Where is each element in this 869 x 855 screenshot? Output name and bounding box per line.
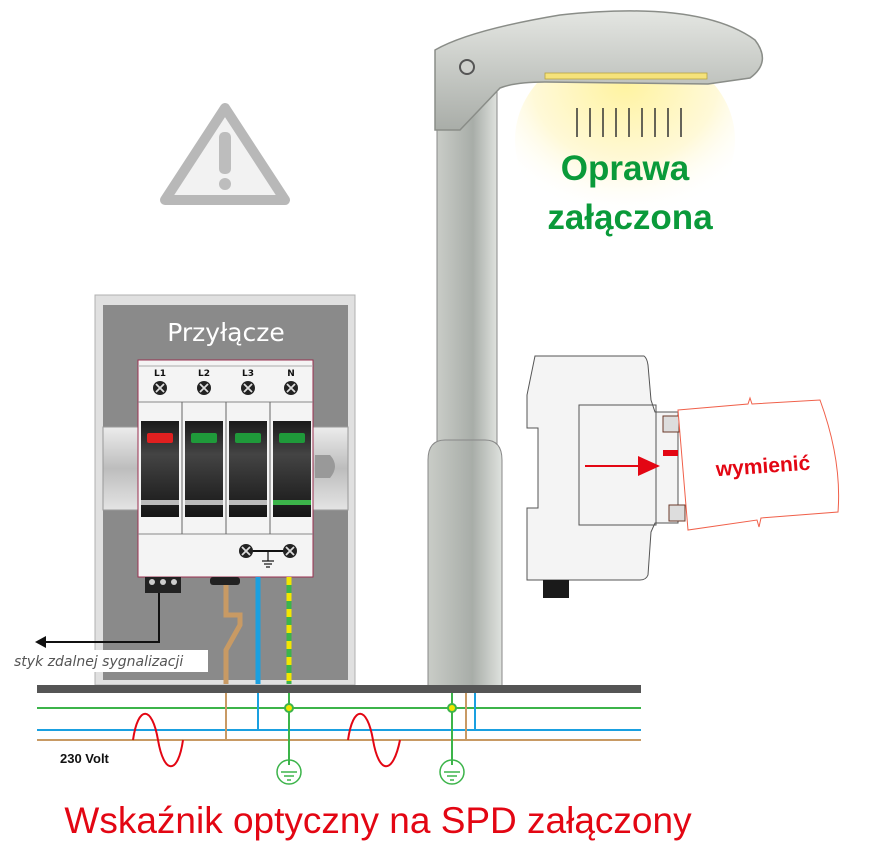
screw-icon: [284, 381, 298, 395]
screw-icon: [153, 381, 167, 395]
street-lamp: [427, 10, 764, 687]
spd-pole-N: N: [273, 369, 311, 517]
pe-terminal: [239, 544, 297, 568]
ground-icon: [262, 551, 274, 568]
optical-indicator-green: [279, 433, 305, 443]
spd-pole-L2: L2: [185, 369, 223, 517]
optical-indicator-green: [235, 433, 261, 443]
spd-module-replacement: [526, 355, 840, 598]
screw-icon: [197, 381, 211, 395]
sensor-icon: [459, 59, 475, 75]
remote-signal-contact: [35, 577, 181, 648]
led-strip: [544, 72, 708, 80]
remote-contact-label: styk zdalnej sygnalizacji: [14, 654, 183, 670]
lamp-status-line2: załączona: [547, 198, 713, 237]
sine-wave-icon: [132, 712, 401, 768]
voltage-label: 230 Volt: [60, 751, 110, 766]
optical-indicator-green: [191, 433, 217, 443]
light-glow: [515, 45, 735, 235]
cabinet-title: Przyłącze: [167, 318, 285, 347]
cabinet-wires: [210, 577, 292, 684]
pole-label: N: [287, 369, 295, 379]
light-rays: [576, 108, 682, 137]
optical-indicator-red: [147, 433, 173, 443]
screw-icon: [241, 381, 255, 395]
ground-level: [37, 685, 641, 693]
arrow-right-icon: [585, 456, 660, 476]
earth-icon: [276, 759, 302, 785]
pole-label: L3: [242, 369, 254, 379]
supply-network: [37, 693, 641, 765]
caption: Wskaźnik optyczny na SPD załączony: [64, 800, 692, 841]
pole-label: L1: [154, 369, 166, 379]
lamp-status-line1: Oprawa: [561, 149, 690, 188]
warning-icon: [160, 103, 290, 205]
earth-icon: [439, 759, 465, 785]
spd-pole-L1: L1: [141, 369, 179, 517]
pole-label: L2: [198, 369, 210, 379]
spd-pole-L3: L3: [229, 369, 267, 517]
